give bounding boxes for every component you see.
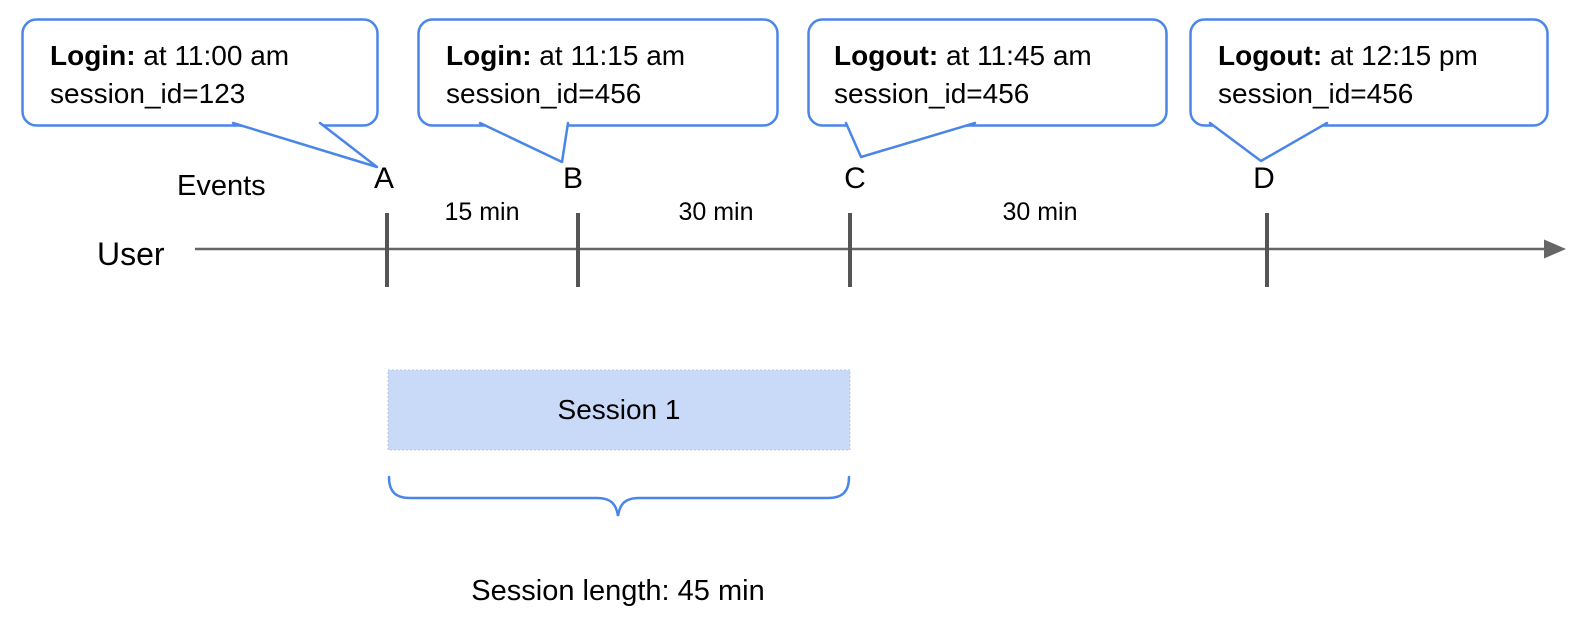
callout-event-line: Logout: at 11:45 am [834,37,1092,75]
callout-event-line: Login: at 11:00 am [50,37,289,75]
callout-bubble-outline [417,18,779,127]
callout-event-type: Login: [50,40,136,71]
callout-session-id: session_id=123 [50,78,246,109]
callout-bubble-login-b [417,18,779,164]
event-letter-a: A [373,162,395,195]
callout-bubble-logout-c [807,18,1168,159]
callout-event-line: Logout: at 12:15 pm [1218,37,1478,75]
event-letter-d: D [1253,162,1275,195]
callout-session-id: session_id=456 [1218,78,1414,109]
session-box-label: Session 1 [557,394,681,425]
callout-tail-to-c [844,121,977,159]
callout-tail-to-b [478,121,570,164]
event-letter-c: C [844,162,866,195]
callout-event-time: at 11:00 am [135,40,290,71]
events-row-label: Events [177,170,266,202]
timeline-axis [195,239,1566,259]
interval-label-a-b: 15 min [444,198,520,226]
callout-event-time: at 12:15 pm [1322,40,1478,71]
callout-bubble-outline [807,18,1168,127]
callout-tail-to-a [231,121,379,169]
callout-event-type: Logout: [1218,40,1323,71]
session-box [387,369,851,451]
callout-text-d: Logout: at 12:15 pm session_id=456 [1218,37,1478,113]
event-letter-b: B [562,162,584,195]
callout-text-b: Login: at 11:15 am session_id=456 [446,37,685,113]
session-length-label: Session length: 45 min [471,575,765,607]
callout-event-line: Login: at 11:15 am [446,37,685,75]
callout-text-c: Logout: at 11:45 am session_id=456 [834,37,1092,113]
callout-event-type: Logout: [834,40,939,71]
timeline-arrowhead-icon [1544,239,1566,259]
callout-bubble-logout-d [1189,18,1549,163]
callout-text-a: Login: at 11:00 am session_id=123 [50,37,289,113]
session-length-brace [387,475,851,517]
callout-bubble-outline [21,18,379,127]
callout-event-time: at 11:45 am [938,40,1092,71]
callout-tail-to-d [1208,121,1329,163]
user-row-label: User [97,236,165,272]
callout-session-id: session_id=456 [446,78,642,109]
callout-session-id: session_id=456 [834,78,1030,109]
interval-label-c-d: 30 min [1002,198,1078,226]
interval-label-b-c: 30 min [678,198,754,226]
callout-bubble-outline [1189,18,1549,127]
callout-event-time: at 11:15 am [531,40,686,71]
callout-event-type: Login: [446,40,532,71]
callout-bubble-login-a [21,18,379,169]
